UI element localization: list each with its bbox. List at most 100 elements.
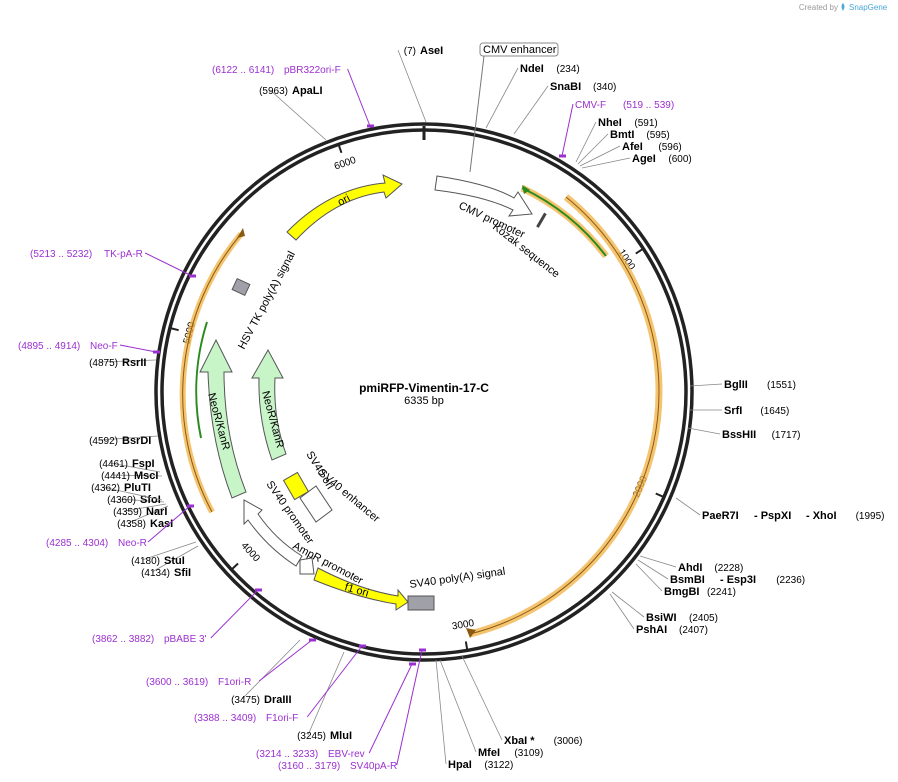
sv40-ori-feature bbox=[282, 471, 310, 501]
enzyme-name: SfiI bbox=[174, 567, 191, 579]
enzyme-position: (595) bbox=[646, 130, 669, 141]
primer-marker bbox=[187, 504, 194, 508]
enzyme-position: (4359) bbox=[113, 507, 142, 518]
enzyme-name: XbaI * bbox=[504, 735, 535, 747]
primer-leader-line bbox=[147, 505, 191, 543]
enzyme-position: (1717) bbox=[772, 430, 801, 441]
enzyme-leader-line bbox=[635, 563, 663, 592]
snapgene-logo-icon bbox=[841, 3, 845, 11]
enzyme-position: (3122) bbox=[484, 760, 513, 771]
primer-site: (5213 .. 5232)TK-pA-R bbox=[30, 249, 196, 278]
enzyme-leader-line bbox=[269, 89, 327, 141]
enzyme-leader-line bbox=[241, 639, 301, 700]
enzyme-site: RsrII(4875) bbox=[89, 357, 157, 369]
enzyme-site: MfeI (3109) bbox=[439, 659, 543, 759]
enzyme-position: (2236) bbox=[776, 575, 805, 586]
primer-range: (3862 .. 3882) bbox=[92, 634, 154, 645]
f1-ori-feature bbox=[313, 567, 409, 611]
primer-marker bbox=[255, 588, 262, 592]
enzyme-site: MscI(4441) bbox=[101, 470, 163, 482]
enzyme-leader-line bbox=[435, 659, 447, 765]
enzyme-name: HpaI bbox=[448, 759, 472, 771]
primer-name: pBABE 3' bbox=[164, 634, 207, 645]
enzyme-site: NheI(591) bbox=[575, 117, 658, 163]
enzyme-name: - PspXI bbox=[754, 510, 791, 522]
tick-mark bbox=[170, 327, 179, 332]
enzyme-position: (4362) bbox=[91, 483, 120, 494]
credit-brand: SnapGene bbox=[849, 3, 888, 12]
tick-label: 6000 bbox=[333, 155, 358, 173]
enzyme-position: (4461) bbox=[99, 459, 128, 470]
primer-name: EBV-rev bbox=[328, 749, 365, 760]
enzyme-site: FspI (4461) bbox=[99, 458, 161, 473]
enzyme-name: BglII bbox=[724, 379, 748, 391]
enzyme-leader-line bbox=[609, 593, 635, 630]
primer-leader-line bbox=[119, 344, 157, 353]
enzyme-name: PluTI bbox=[124, 482, 151, 494]
enzyme-leader-line bbox=[117, 498, 165, 503]
enzyme-position: (3006) bbox=[554, 736, 583, 747]
enzyme-site: BmgBI (2241) bbox=[635, 563, 736, 598]
enzyme-leader-line bbox=[99, 435, 159, 441]
primer-name: pBR322ori-F bbox=[284, 65, 341, 76]
enzyme-name: MfeI bbox=[478, 747, 500, 759]
primer-marker bbox=[367, 124, 374, 128]
primer-leader-line bbox=[561, 103, 574, 157]
enzyme-name: BssHII bbox=[722, 429, 756, 441]
enzyme-site: StuI(4180) bbox=[131, 541, 197, 567]
enzyme-name: MluI bbox=[330, 730, 352, 742]
f1-ori-label: f1 ori bbox=[343, 581, 370, 599]
enzyme-leader-line bbox=[151, 545, 199, 573]
enzyme-name: ApaLI bbox=[292, 85, 323, 97]
enzyme-name: SrfI bbox=[724, 405, 742, 417]
enzyme-name: NdeI bbox=[520, 63, 544, 75]
enzyme-site: - Esp3I(2236) bbox=[720, 574, 805, 586]
plasmid-name: pmiRFP-Vimentin-17-C bbox=[359, 381, 489, 395]
backbone-outer-strand bbox=[154, 122, 694, 662]
gfp-green-arc bbox=[521, 187, 607, 257]
enzyme-site: - XhoI(1995) bbox=[806, 510, 885, 522]
enzyme-site: NdeI(234) bbox=[485, 63, 580, 129]
enzyme-name: PshAI bbox=[636, 624, 667, 636]
enzyme-site: BmtI(595) bbox=[577, 129, 670, 165]
enzyme-name: BmgBI bbox=[664, 586, 699, 598]
enzyme-leader-line bbox=[99, 359, 157, 363]
enzyme-leader-line bbox=[485, 67, 519, 129]
primer-leader-line bbox=[144, 252, 193, 277]
enzyme-leader-line bbox=[397, 49, 427, 123]
enzyme-position: (3109) bbox=[514, 748, 543, 759]
primer-range: (4285 .. 4304) bbox=[46, 538, 108, 549]
enzyme-leader-line bbox=[111, 474, 163, 477]
enzyme-name: SnaBI bbox=[550, 81, 581, 93]
enzyme-position: (2241) bbox=[707, 587, 736, 598]
primer-leader-line bbox=[210, 589, 259, 639]
sv40-polya-feature bbox=[407, 595, 435, 611]
enzyme-site: NarI(4359) bbox=[113, 503, 167, 518]
primer-marker bbox=[419, 648, 426, 652]
enzyme-name: AhdI bbox=[678, 562, 702, 574]
enzyme-site: AseI(7) bbox=[397, 45, 443, 123]
enzyme-leader-line bbox=[675, 497, 701, 516]
enzyme-position: (4592) bbox=[89, 436, 118, 447]
primer-range: (3214 .. 3233) bbox=[256, 749, 318, 760]
enzyme-leader-line bbox=[687, 427, 721, 435]
primer-leader-line bbox=[368, 663, 413, 754]
cmv-enhancer-box bbox=[479, 42, 559, 57]
credit-prefix: Created by bbox=[799, 3, 838, 12]
enzyme-position: (3245) bbox=[297, 731, 326, 742]
enzyme-name: FspI bbox=[132, 458, 155, 470]
primer-site: (4285 .. 4304) Neo-R bbox=[46, 504, 194, 549]
primer-name: Neo-R bbox=[118, 538, 147, 549]
primer-name: SV40pA-R bbox=[350, 761, 397, 772]
enzyme-position: (4441) bbox=[101, 471, 130, 482]
primer-site: (6122 .. 6141)pBR322ori-F bbox=[212, 65, 374, 128]
enzyme-name: BsiWI bbox=[646, 612, 677, 624]
neokan-inner-feature bbox=[251, 348, 287, 461]
enzyme-name: NheI bbox=[598, 117, 622, 129]
sv40-enhancer-label: SV40 enhancer bbox=[316, 467, 382, 525]
primer-site: (3388 .. 3409)F1ori-F bbox=[194, 644, 366, 724]
primer-leader-line bbox=[258, 639, 313, 682]
enzyme-site: SfiI(4134) bbox=[141, 545, 199, 579]
ori-feature bbox=[286, 174, 403, 241]
